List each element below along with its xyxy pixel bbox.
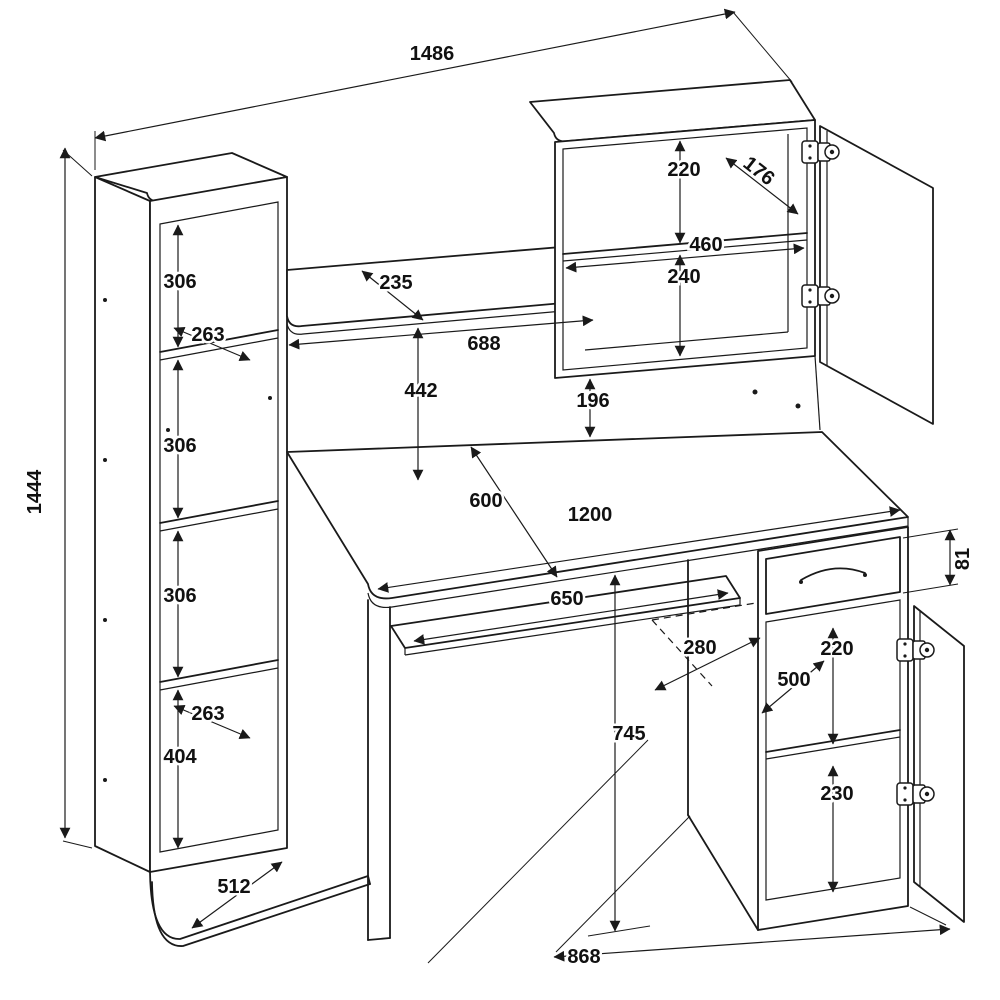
dim-label-column-shelf-depth-a: 263 — [191, 324, 224, 346]
dim-label-overall-height: 1444 — [24, 469, 46, 514]
dim-label-hutch-gap: 196 — [576, 390, 609, 412]
dim-label-hutch-bottom: 240 — [667, 266, 700, 288]
dim-label-hutch-top: 220 — [667, 159, 700, 181]
dim-label-pedestal-inner-width: 280 — [683, 637, 716, 659]
dim-label-column-2: 306 — [163, 435, 196, 457]
hutch-cabinet — [529, 79, 816, 379]
dimension-lines — [59, 8, 959, 964]
dim-label-niche-width: 688 — [467, 333, 500, 355]
dim-label-pedestal-bottom: 230 — [820, 783, 853, 805]
base-shelf — [149, 871, 371, 947]
dim-label-drawer-height: 81 — [952, 548, 974, 570]
middle-shelf — [286, 243, 598, 335]
dim-label-shelf-depth: 235 — [379, 272, 412, 294]
dim-label-overall-width: 1486 — [410, 43, 455, 65]
dim-label-pedestal-depth: 500 — [777, 669, 810, 691]
dim-label-column-4: 404 — [163, 746, 197, 768]
dim-label-hutch-inner-width: 460 — [689, 234, 722, 256]
dim-label-desk-width: 1200 — [568, 504, 613, 526]
hutch-door-open — [819, 125, 934, 425]
back-panel — [752, 355, 821, 431]
dim-label-pedestal-top: 220 — [820, 638, 853, 660]
dim-label-desk-depth: 600 — [469, 490, 502, 512]
dim-label-desk-height: 745 — [612, 723, 645, 745]
dim-label-tray-width: 650 — [550, 588, 583, 610]
dim-label-column-shelf-depth-b: 263 — [191, 703, 224, 725]
dim-label-column-1: 306 — [163, 271, 196, 293]
dim-label-pedestal-span: 868 — [567, 946, 600, 968]
dimension-labels: 1486 1444 220 176 460 240 235 688 442 19… — [22, 41, 977, 971]
desk-left-panel — [367, 599, 391, 941]
dim-label-niche-height: 442 — [404, 380, 437, 402]
dim-label-column-3: 306 — [163, 585, 196, 607]
dim-label-base-depth: 512 — [217, 876, 250, 898]
